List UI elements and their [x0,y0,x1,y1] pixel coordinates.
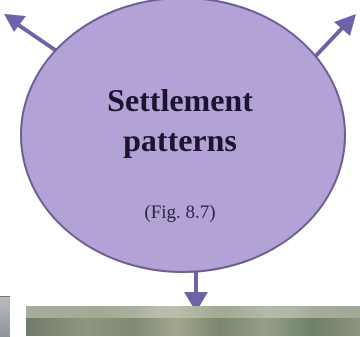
node-subtitle: (Fig. 8.7) [144,202,216,223]
photo-thumbnail-bottom [26,306,360,336]
node-title-line-2: patterns [123,122,237,158]
center-bubble [20,0,346,273]
arrowhead-up-left [4,14,26,32]
arrowhead-up-right [334,14,356,36]
arrowhead-down [184,292,208,312]
node-title-line-1: Settlement [107,82,253,118]
photo-thumbnail-left [0,296,10,337]
